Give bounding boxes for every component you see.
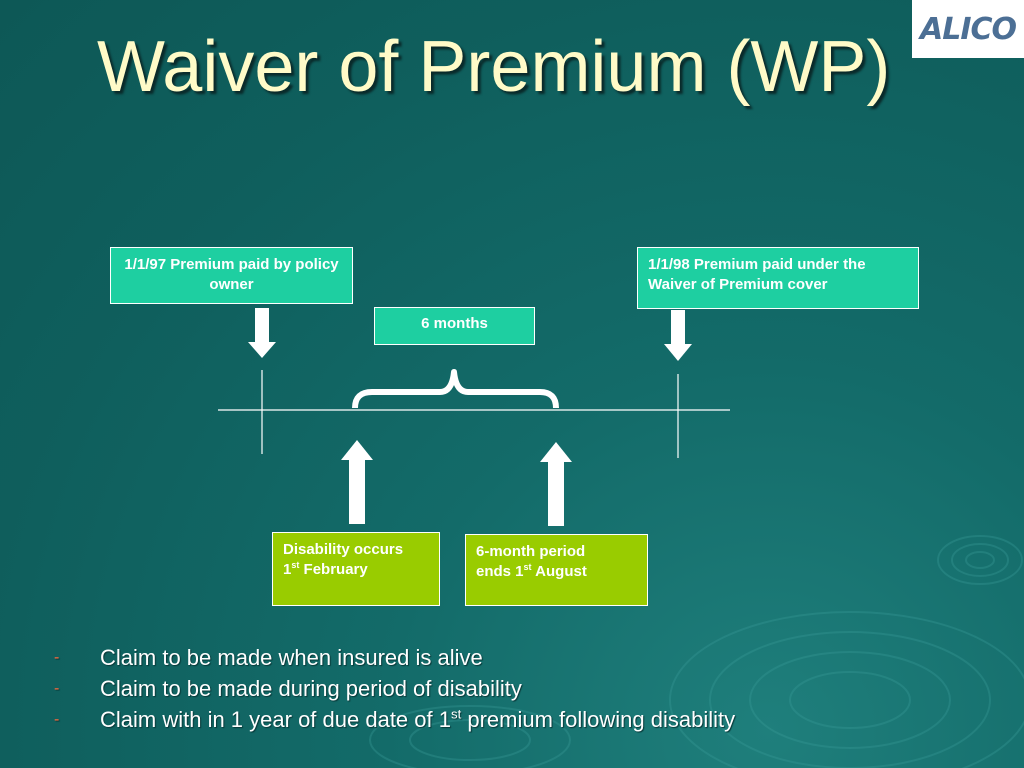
end-premium-line2: Waiver of Premium cover bbox=[648, 276, 828, 293]
disability-line1: Disability occurs bbox=[283, 541, 404, 558]
logo-text: ALICO bbox=[919, 11, 1017, 47]
end-down-arrow bbox=[664, 310, 692, 361]
six-months-label: 6 months bbox=[421, 315, 488, 332]
end-premium-line1: 1/1/98 Premium paid under the bbox=[648, 256, 866, 273]
period-end-box: 6-month period ends 1st August bbox=[465, 534, 648, 606]
six-month-brace bbox=[352, 369, 559, 409]
bullet-marker: - bbox=[54, 711, 60, 728]
list-item: -Claim to be made during period of disab… bbox=[52, 673, 735, 704]
bullet-marker: - bbox=[54, 680, 60, 697]
bullet-marker: - bbox=[54, 649, 60, 666]
disability-box: Disability occurs 1st February bbox=[272, 532, 440, 606]
start-down-arrow bbox=[248, 308, 276, 358]
disability-line2: 1st February bbox=[283, 560, 368, 579]
claim-conditions-list: -Claim to be made when insured is alive … bbox=[52, 642, 735, 735]
list-item: -Claim with in 1 year of due date of 1st… bbox=[52, 704, 735, 735]
disability-up-arrow bbox=[341, 440, 373, 524]
six-months-box: 6 months bbox=[374, 307, 535, 345]
slide-title: Waiver of Premium (WP) bbox=[97, 27, 891, 107]
period-end-line1: 6-month period bbox=[476, 543, 586, 560]
start-premium-box: 1/1/97 Premium paid by policy owner bbox=[110, 247, 353, 304]
start-premium-text: 1/1/97 Premium paid by policy owner bbox=[124, 256, 339, 293]
list-item: -Claim to be made when insured is alive bbox=[52, 642, 735, 673]
end-premium-box: 1/1/98 Premium paid under the Waiver of … bbox=[637, 247, 919, 309]
company-logo: ALICO bbox=[912, 0, 1024, 58]
period-end-up-arrow bbox=[540, 442, 572, 526]
period-end-line2: ends 1st August bbox=[476, 562, 587, 581]
